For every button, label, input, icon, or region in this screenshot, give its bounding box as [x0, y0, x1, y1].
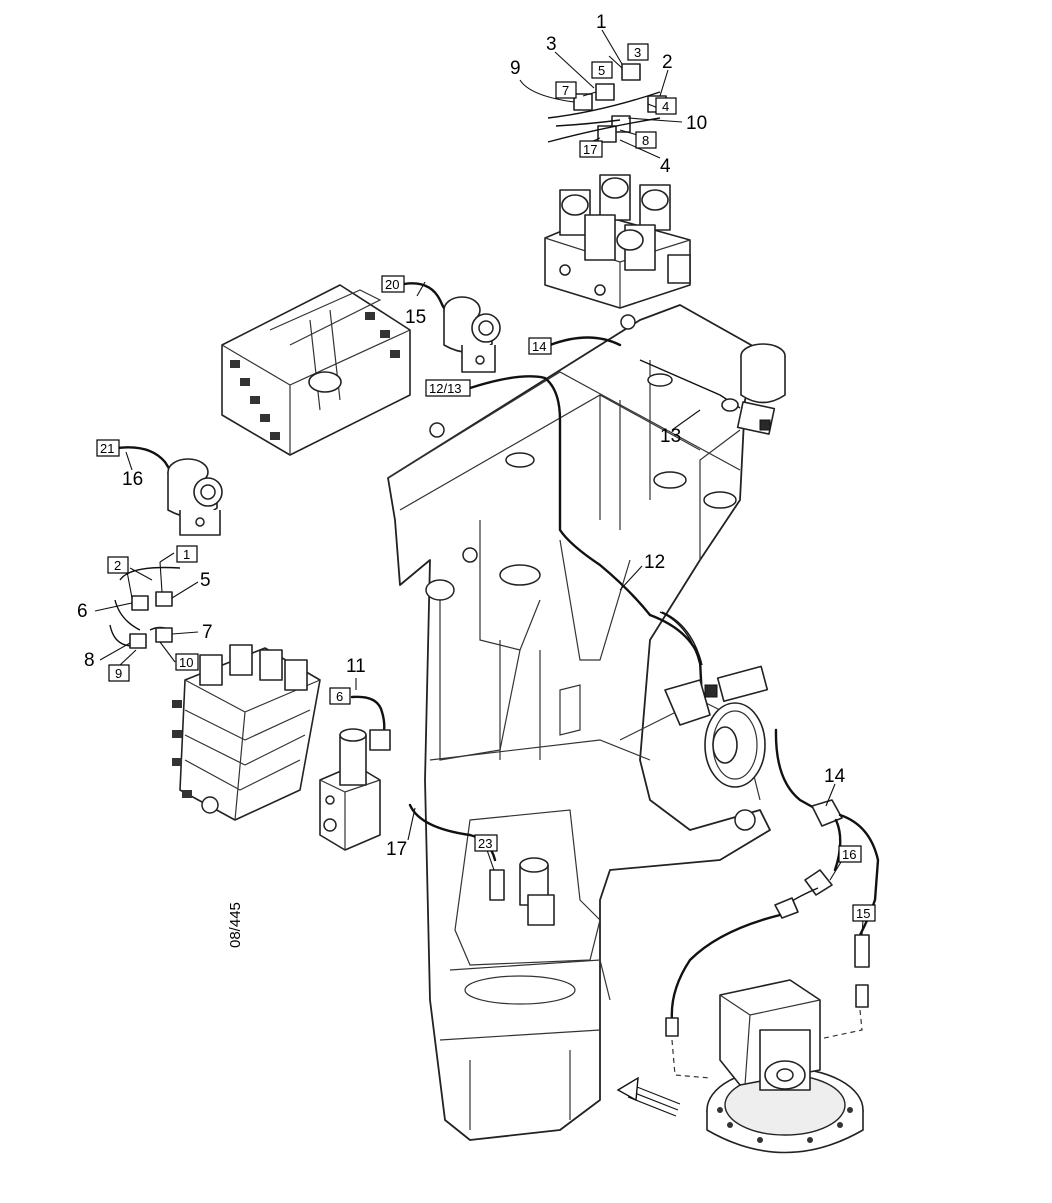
- boxed-ref-2: 2: [107, 556, 129, 574]
- callout-12: 12: [644, 552, 665, 573]
- callout-14: 14: [824, 766, 846, 787]
- figure-code: 08/445: [227, 902, 244, 948]
- svg-text:8: 8: [642, 133, 649, 148]
- sensor-13: [721, 398, 776, 435]
- svg-text:14: 14: [532, 339, 546, 354]
- callout-15: 15: [405, 307, 426, 328]
- svg-text:10: 10: [179, 655, 193, 670]
- boxed-ref-10: 10: [175, 653, 199, 671]
- callout-10: 10: [686, 113, 707, 134]
- leader-lines: [94, 29, 864, 936]
- boxed-ref-1: 1: [176, 545, 198, 563]
- external-harness: [665, 728, 880, 1079]
- callout-8: 8: [84, 650, 95, 671]
- direction-arrow: [616, 1076, 681, 1117]
- sensor-16: [115, 446, 223, 536]
- svg-text:20: 20: [385, 277, 399, 292]
- plug-connectors-left: [109, 566, 181, 649]
- boxed-ref-7: 7: [555, 81, 577, 99]
- boxed-ref-5: 5: [591, 61, 613, 79]
- callout-2: 2: [662, 52, 673, 73]
- boxed-ref-21: 21: [96, 439, 120, 457]
- svg-text:9: 9: [115, 666, 122, 681]
- callout-numbers: 1 3 2 9 10 4 15 13 16 5 12 6 7 8 11 14 1…: [77, 12, 846, 860]
- svg-text:23: 23: [478, 836, 492, 851]
- boxed-ref-15: 15: [852, 904, 876, 922]
- callout-4: 4: [660, 156, 671, 177]
- swing-sensor-assembly: [664, 665, 769, 788]
- svg-text:21: 21: [100, 441, 114, 456]
- callout-6: 6: [77, 601, 88, 622]
- svg-text:7: 7: [562, 83, 569, 98]
- svg-text:2: 2: [114, 558, 121, 573]
- callout-11: 11: [346, 656, 366, 677]
- boxed-ref-4: 4: [655, 97, 677, 115]
- boxed-ref-16: 16: [838, 845, 862, 863]
- sensor-15: [402, 282, 501, 373]
- boxed-ref-20: 20: [381, 275, 405, 293]
- boxed-ref-9: 9: [108, 664, 130, 682]
- svg-text:15: 15: [856, 906, 870, 921]
- svg-text:12/13: 12/13: [429, 381, 462, 396]
- svg-text:5: 5: [598, 63, 605, 78]
- boxed-ref-23: 23: [474, 834, 498, 852]
- callout-5: 5: [200, 570, 211, 591]
- valve-block-top: [544, 174, 691, 309]
- control-valve-block: [172, 644, 321, 821]
- boxed-ref-14-top: 14: [528, 337, 552, 355]
- callout-7: 7: [202, 622, 213, 643]
- boxed-ref-6: 6: [329, 687, 351, 705]
- svg-text:17: 17: [583, 142, 597, 157]
- boxed-references: 3 5 7 4 8 17 20 14 12/13 21 2 1 9 10 6 2…: [96, 43, 876, 922]
- callout-13: 13: [660, 426, 681, 447]
- boxed-ref-17: 17: [579, 140, 603, 158]
- callout-16: 16: [122, 469, 143, 490]
- main-frame: [387, 304, 786, 1141]
- callout-17: 17: [386, 839, 407, 860]
- svg-text:16: 16: [842, 847, 856, 862]
- svg-text:1: 1: [183, 547, 190, 562]
- sensor-23-group: [489, 857, 555, 926]
- svg-text:4: 4: [662, 99, 669, 114]
- svg-text:3: 3: [634, 45, 641, 60]
- boxed-ref-12-13: 12/13: [425, 379, 471, 397]
- boxed-ref-8: 8: [635, 131, 657, 149]
- callout-1: 1: [596, 12, 607, 33]
- svg-text:6: 6: [336, 689, 343, 704]
- valve-block-left: [221, 284, 411, 456]
- callout-3: 3: [546, 34, 557, 55]
- callout-9: 9: [510, 58, 521, 79]
- swing-motor: [706, 979, 864, 1154]
- proportional-valve-11: [319, 695, 391, 851]
- boxed-ref-3: 3: [627, 43, 649, 61]
